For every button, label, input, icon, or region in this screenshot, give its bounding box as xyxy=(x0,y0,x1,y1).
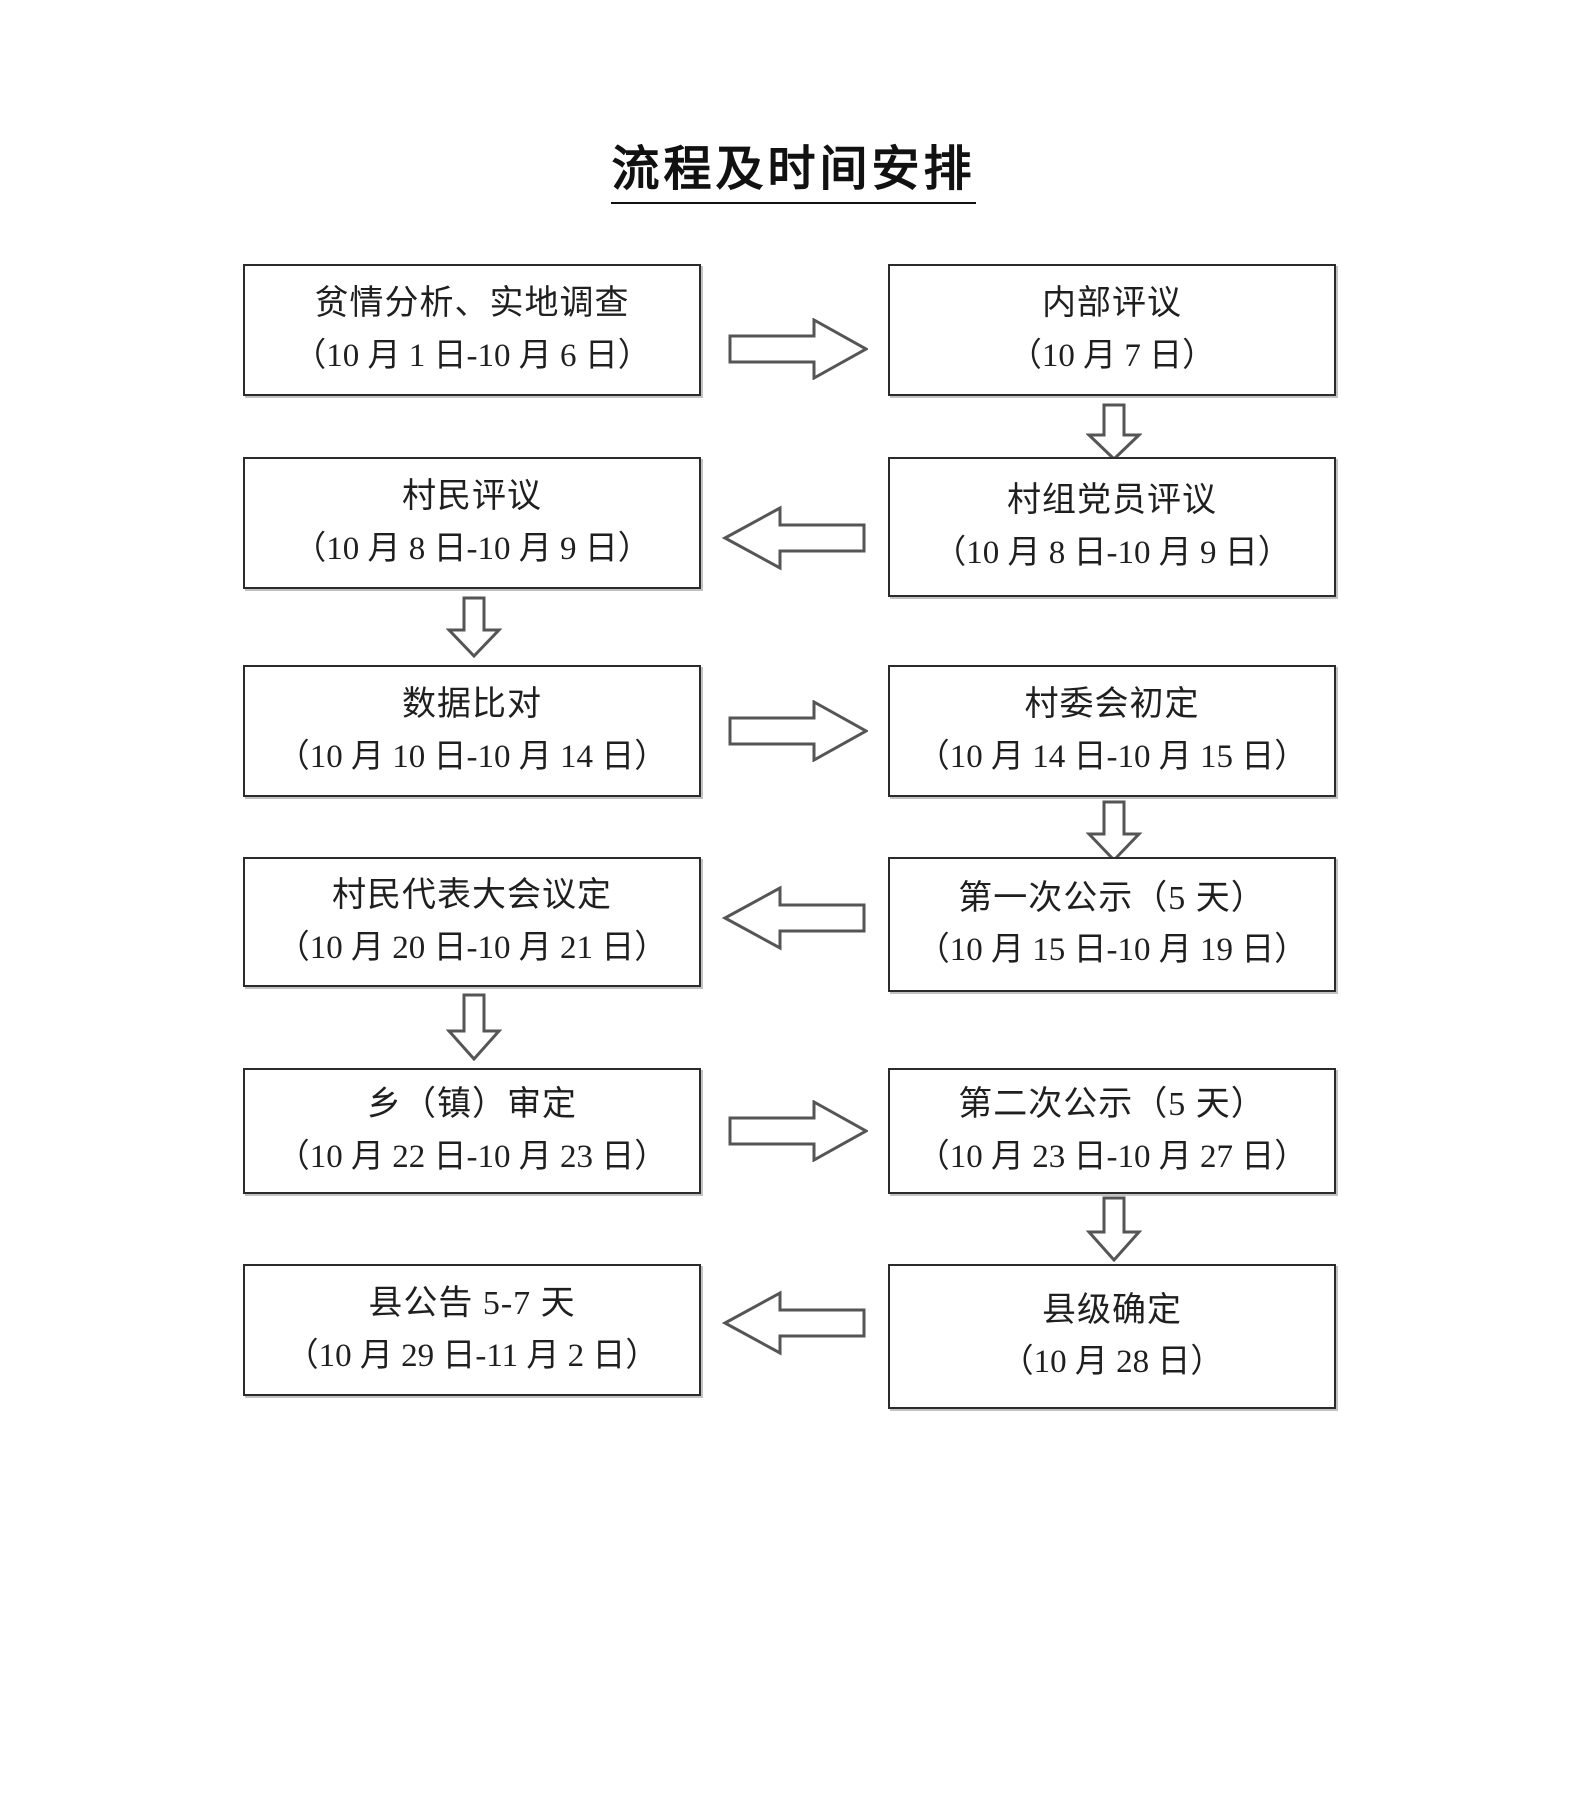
node-label: 县公告 5-7 天 xyxy=(368,1285,576,1323)
flow-node-villager-review[interactable]: 村民评议 （10 月 8 日-10 月 9 日） xyxy=(243,457,701,589)
arrow-left-icon-3 xyxy=(722,1290,866,1356)
node-label: 乡（镇）审定 xyxy=(367,1086,577,1124)
arrow-down-icon-4 xyxy=(446,993,502,1061)
arrow-left-icon-1 xyxy=(722,505,866,571)
arrow-right-icon-2 xyxy=(728,700,868,762)
node-label: 村组党员评议 xyxy=(1007,482,1217,520)
node-label: 贫情分析、实地调查 xyxy=(314,285,630,323)
node-date: （10 月 20 日-10 月 21 日） xyxy=(276,929,668,966)
page-title-container: 流程及时间安排 xyxy=(0,140,1587,204)
node-date: （10 月 15 日-10 月 19 日） xyxy=(916,932,1308,969)
arrow-down-icon-1 xyxy=(1086,403,1142,461)
flow-node-second-publicity[interactable]: 第二次公示（5 天） （10 月 23 日-10 月 27 日） xyxy=(888,1068,1336,1194)
arrow-down-icon-3 xyxy=(1086,800,1142,862)
node-date: （10 月 10 日-10 月 14 日） xyxy=(276,738,668,775)
node-date: （10 月 1 日-10 月 6 日） xyxy=(293,337,651,374)
arrow-right-icon-1 xyxy=(728,318,868,380)
node-label: 内部评议 xyxy=(1042,285,1182,323)
node-label: 村委会初定 xyxy=(1024,686,1200,724)
node-date: （10 月 23 日-10 月 27 日） xyxy=(916,1138,1308,1175)
node-label: 数据比对 xyxy=(402,686,542,724)
flow-node-party-member-review[interactable]: 村组党员评议 （10 月 8 日-10 月 9 日） xyxy=(888,457,1336,597)
flow-node-data-comparison[interactable]: 数据比对 （10 月 10 日-10 月 14 日） xyxy=(243,665,701,797)
node-label: 村民评议 xyxy=(402,478,542,516)
flow-node-township-approval[interactable]: 乡（镇）审定 （10 月 22 日-10 月 23 日） xyxy=(243,1068,701,1194)
node-date: （10 月 8 日-10 月 9 日） xyxy=(933,534,1291,571)
node-date: （10 月 14 日-10 月 15 日） xyxy=(916,738,1308,775)
node-label: 村民代表大会议定 xyxy=(332,877,612,915)
flow-node-internal-review[interactable]: 内部评议 （10 月 7 日） xyxy=(888,264,1336,396)
arrow-left-icon-2 xyxy=(722,885,866,951)
arrow-down-icon-2 xyxy=(446,596,502,658)
flow-node-village-committee-draft[interactable]: 村委会初定 （10 月 14 日-10 月 15 日） xyxy=(888,665,1336,797)
node-date: （10 月 28 日） xyxy=(1000,1344,1224,1381)
node-date: （10 月 7 日） xyxy=(1008,337,1216,374)
page-title: 流程及时间安排 xyxy=(611,140,976,204)
flow-node-poverty-analysis[interactable]: 贫情分析、实地调查 （10 月 1 日-10 月 6 日） xyxy=(243,264,701,396)
node-label: 第二次公示（5 天） xyxy=(958,1086,1266,1124)
node-label: 第一次公示（5 天） xyxy=(958,879,1266,917)
flow-node-county-announcement[interactable]: 县公告 5-7 天 （10 月 29 日-11 月 2 日） xyxy=(243,1264,701,1396)
arrow-down-icon-5 xyxy=(1086,1196,1142,1262)
flow-node-county-confirmation[interactable]: 县级确定 （10 月 28 日） xyxy=(888,1264,1336,1409)
node-date: （10 月 8 日-10 月 9 日） xyxy=(293,530,651,567)
node-label: 县级确定 xyxy=(1042,1291,1182,1329)
flow-node-first-publicity[interactable]: 第一次公示（5 天） （10 月 15 日-10 月 19 日） xyxy=(888,857,1336,992)
node-date: （10 月 29 日-11 月 2 日） xyxy=(285,1337,659,1374)
arrow-right-icon-3 xyxy=(728,1100,868,1162)
flow-node-villager-assembly-decision[interactable]: 村民代表大会议定 （10 月 20 日-10 月 21 日） xyxy=(243,857,701,987)
node-date: （10 月 22 日-10 月 23 日） xyxy=(276,1138,668,1175)
